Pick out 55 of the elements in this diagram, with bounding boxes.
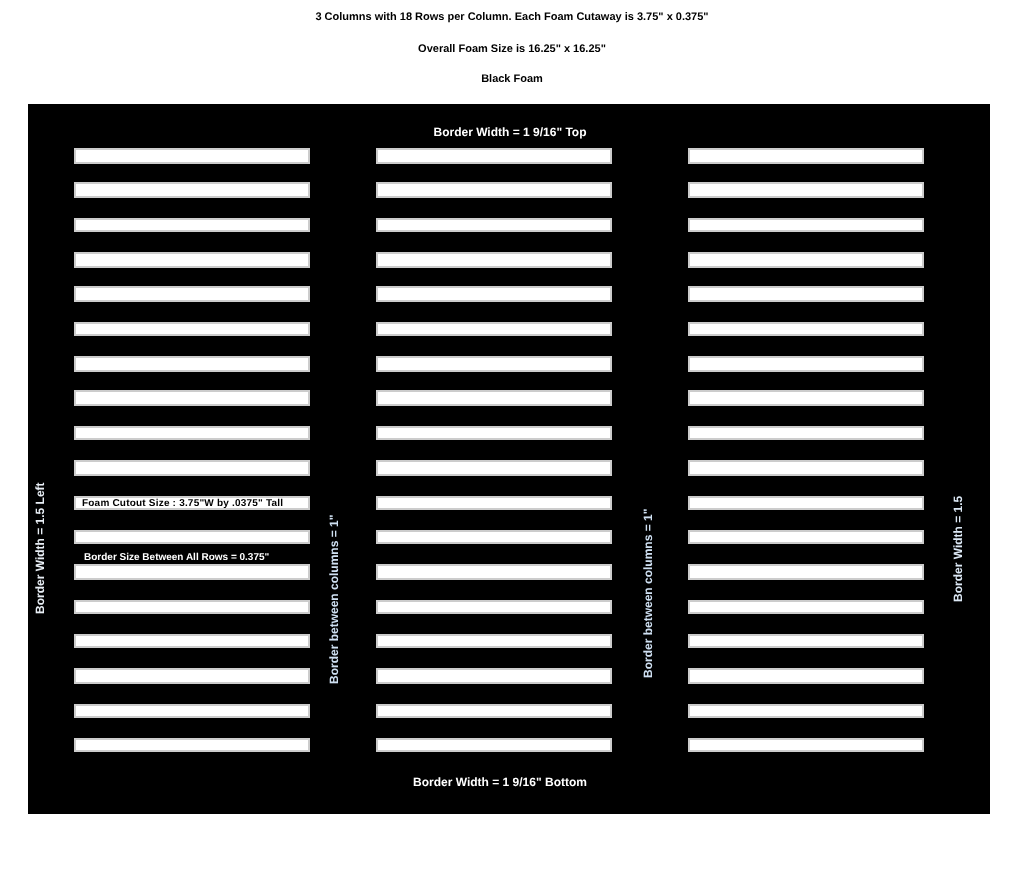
foam-cutout-slot	[74, 148, 310, 163]
foam-cutout-slot	[74, 703, 310, 719]
foam-cutout-slot	[74, 286, 310, 302]
foam-cutout-slot	[74, 495, 310, 510]
foam-cutout-slot	[376, 599, 612, 615]
foam-cutout-slot	[376, 703, 612, 719]
foam-cutout-slot	[376, 182, 612, 198]
foam-cutout-slot	[688, 564, 924, 580]
foam-cutout-slot	[74, 217, 310, 233]
foam-cutout-slot	[74, 633, 310, 649]
foam-cutout-slot	[688, 390, 924, 406]
foam-cutout-slot	[376, 252, 612, 268]
foam-cutout-slot	[376, 668, 612, 684]
foam-cutout-slot	[688, 529, 924, 545]
foam-cutout-slot	[688, 321, 924, 337]
foam-cutout-slot	[376, 564, 612, 580]
foam-cutout-slot	[74, 599, 310, 615]
foam-cutout-slot	[688, 703, 924, 719]
foam-cutout-slot	[74, 321, 310, 337]
foam-cutout-slot	[74, 737, 310, 753]
foam-cutout-slot	[688, 217, 924, 233]
foam-cutout-slot	[688, 737, 924, 753]
foam-cutout-slot	[688, 286, 924, 302]
foam-cutout-slot	[74, 252, 310, 268]
foam-cutout-slot	[376, 633, 612, 649]
foam-cutout-slot	[74, 390, 310, 406]
foam-panel	[28, 104, 990, 814]
foam-cutout-slot	[74, 425, 310, 441]
foam-cutout-slot	[688, 633, 924, 649]
foam-cutout-slot	[376, 148, 612, 163]
foam-cutout-slot	[376, 217, 612, 233]
foam-cutout-slot	[74, 182, 310, 198]
foam-cutout-slot	[376, 529, 612, 545]
foam-cutout-slot	[688, 252, 924, 268]
foam-cutout-slot	[376, 286, 612, 302]
foam-cutout-slot	[376, 460, 612, 476]
foam-cutout-slot	[376, 390, 612, 406]
foam-cutout-slot	[74, 460, 310, 476]
foam-cutout-slot	[74, 356, 310, 372]
foam-cutout-slot	[74, 668, 310, 684]
foam-cutout-slot	[688, 356, 924, 372]
foam-cutout-slot	[688, 495, 924, 510]
foam-cutout-slot	[688, 425, 924, 441]
foam-cutout-slot	[376, 737, 612, 753]
foam-cutout-slot	[376, 356, 612, 372]
foam-cutout-slot	[74, 529, 310, 545]
foam-cutout-slot	[376, 321, 612, 337]
foam-cutout-slot	[376, 495, 612, 510]
foam-cutout-slot	[688, 599, 924, 615]
foam-cutout-slot	[688, 460, 924, 476]
foam-cutout-slot	[688, 668, 924, 684]
foam-cutout-slot	[688, 148, 924, 163]
foam-cutout-slot	[74, 564, 310, 580]
foam-cutout-slot	[376, 425, 612, 441]
foam-cutout-slot	[688, 182, 924, 198]
